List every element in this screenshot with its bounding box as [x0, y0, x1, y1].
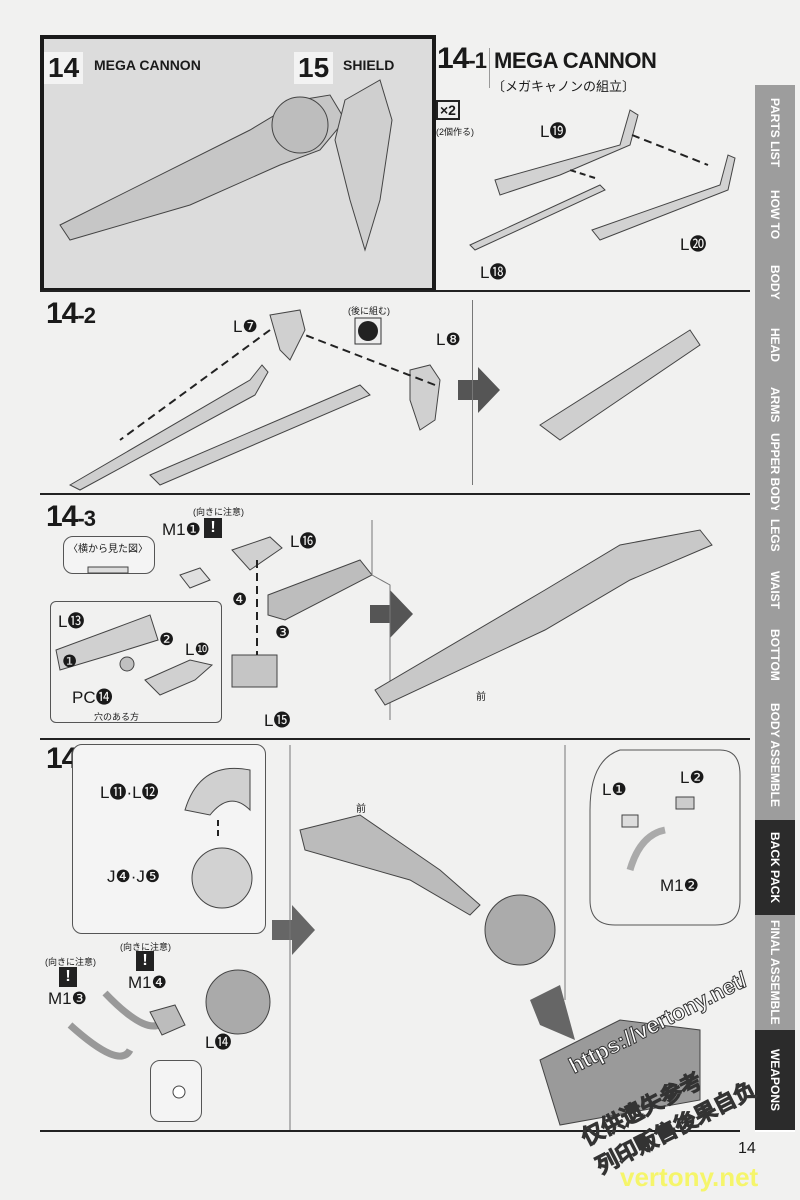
part-label: L❼: [233, 317, 258, 336]
step-14-1-title: MEGA CANNON: [494, 48, 657, 73]
order-mark: ❹: [232, 590, 248, 609]
section-divider: [40, 1130, 740, 1132]
part-label: L⓮: [205, 1033, 232, 1052]
caution-icon: !: [204, 518, 222, 538]
part-label: L⓰: [290, 532, 317, 551]
caution-note: (向きに注意): [120, 942, 171, 952]
part-label: L⓫·L⓬: [100, 783, 159, 802]
step-14-number: 14: [44, 52, 84, 84]
part-label: L⓲: [480, 263, 507, 282]
section-divider: [40, 738, 750, 740]
order-mark: ❸: [275, 623, 291, 642]
part-label: L❷: [680, 768, 705, 787]
order-mark: ❶: [62, 652, 78, 671]
section-tabs: PARTS LIST HOW TO BODY HEAD ARMS UPPER B…: [755, 85, 795, 1132]
sub-assembly-callout: [50, 601, 222, 723]
section-divider: [40, 290, 750, 292]
caution-icon: !: [136, 951, 154, 971]
tab-body-assemble[interactable]: BODY ASSEMBLE: [755, 690, 795, 822]
step-14-3-number: 14-3: [46, 500, 96, 533]
part-label: L⓭: [58, 612, 85, 631]
step-14-title: MEGA CANNON: [94, 57, 201, 73]
caution-icon: !: [59, 967, 77, 987]
watermark-footer: vertony.net: [620, 1162, 759, 1192]
part-label: M1❹: [128, 973, 167, 992]
caution-note: (向きに注意): [45, 957, 96, 967]
hole-side-note: 穴のある方: [94, 712, 140, 722]
tab-bottom[interactable]: BOTTOM: [755, 620, 795, 692]
step-14-2-number: 14-2: [46, 297, 96, 330]
front-label: 前: [356, 804, 366, 815]
part-label: L❽: [436, 330, 461, 349]
section-divider: [40, 493, 750, 495]
part-label: L⓴: [680, 235, 707, 254]
quantity-note: (2個作る): [436, 127, 474, 137]
tab-arms[interactable]: ARMS: [755, 375, 795, 437]
tab-how-to[interactable]: HOW TO: [755, 180, 795, 252]
part-label: J❹·J❺: [107, 867, 161, 886]
order-mark: ❷: [159, 630, 175, 649]
tab-waist[interactable]: WAIST: [755, 560, 795, 622]
tab-final-assemble[interactable]: FINAL ASSEMBLE: [755, 915, 795, 1032]
step-14-1-number: 14-1: [437, 42, 487, 75]
caution-note: (向きに注意): [193, 507, 244, 517]
part-label: L❶: [602, 780, 627, 799]
part-label: M1❸: [48, 989, 87, 1008]
step-14-1-subtitle: 〔メガキャノンの組立〕: [492, 79, 636, 94]
tab-head[interactable]: HEAD: [755, 315, 795, 377]
part-label: L❿: [185, 640, 210, 659]
part-label: M1❶: [162, 520, 201, 539]
front-label: 前: [476, 692, 486, 703]
tab-parts-list[interactable]: PARTS LIST: [755, 85, 795, 182]
tab-body[interactable]: BODY: [755, 250, 795, 317]
part-label: PC⓮: [72, 688, 113, 707]
step-15-number: 15: [294, 52, 334, 84]
part-label: M1❷: [660, 876, 699, 895]
part-label: L⓳: [540, 122, 567, 141]
step-15-title: SHIELD: [343, 57, 395, 73]
note-assemble-later: (後に組む): [348, 306, 390, 316]
tab-weapons[interactable]: WEAPONS: [755, 1030, 795, 1132]
page-number: 14: [738, 1140, 756, 1157]
tab-upper-body[interactable]: UPPER BODY: [755, 433, 795, 512]
tab-legs[interactable]: LEGS: [755, 510, 795, 562]
tab-back-pack[interactable]: BACK PACK: [755, 820, 795, 917]
side-view-label: 〈横から見た図〉: [68, 544, 148, 555]
part-label: L⓯: [264, 711, 291, 730]
quantity-badge: ×2: [436, 100, 460, 120]
